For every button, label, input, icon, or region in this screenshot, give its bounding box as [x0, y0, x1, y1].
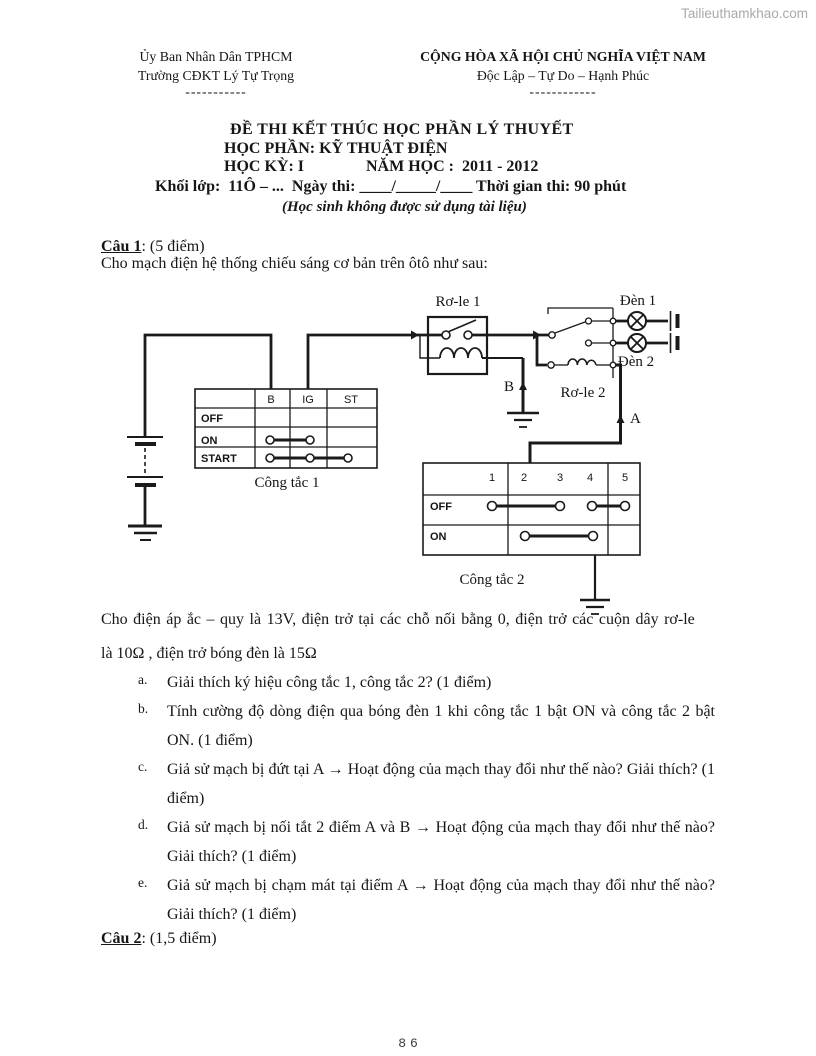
switch1-col-ig: IG	[302, 394, 314, 406]
switch1-table: B IG ST OFF ON START Công tắc 1	[194, 388, 378, 491]
switch1-row-start: START	[201, 453, 237, 465]
motto-line-2: Độc Lập – Tự Do – Hạnh Phúc	[476, 68, 650, 83]
question1-points: : (5 điểm)	[141, 238, 205, 255]
motto-line-1: CỘNG HÒA XÃ HỘI CHỦ NGHĨA VIỆT NAM	[420, 49, 706, 64]
lamp1-label: Đèn 1	[620, 293, 656, 309]
point-b-ground: B	[504, 358, 539, 428]
subject-line: HỌC PHẦN: KỸ THUẬT ĐIỆN	[224, 140, 448, 157]
item-letter: d.	[138, 817, 149, 832]
switch2-col-1: 1	[489, 472, 495, 484]
list-item: b. Tính cường độ dòng điện qua bóng đèn 1…	[138, 697, 715, 755]
semester-label: HỌC KỲ: I	[224, 158, 304, 175]
point-b-label: B	[504, 379, 514, 395]
wire-to-switch2-point-a: A	[528, 363, 641, 463]
issuing-org-block: Ủy Ban Nhân Dân TPHCM Trường CĐKT Lý Tự …	[96, 47, 336, 99]
item-text: Giả sử mạch bị nối tắt 2 điểm A và B → H…	[167, 819, 715, 865]
relay1-label: Rơ-le 1	[435, 294, 480, 310]
item-letter: b.	[138, 701, 149, 716]
question1-label: Câu 1	[101, 238, 142, 255]
question2-points: : (1,5 điểm)	[141, 930, 217, 947]
question1-intro: Cho mạch điện hệ thống chiếu sáng cơ bản…	[101, 255, 488, 272]
lamp2-symbol: Đèn 2	[616, 333, 680, 370]
lamp1-symbol: Đèn 1	[616, 293, 680, 331]
list-item: e. Giả sử mạch bị chạm mát tại điểm A → H…	[138, 871, 715, 929]
relay1-symbol: Rơ-le 1	[419, 294, 523, 376]
relay2-label: Rơ-le 2	[560, 385, 605, 401]
class-date-duration-line: Khối lớp: 11Ô – ... Ngày thi: ____/_____…	[155, 178, 627, 195]
question2-heading: Câu 2: (1,5 điểm)	[101, 930, 217, 948]
org-line-2: Trường CĐKT Lý Tự Trọng	[137, 68, 295, 83]
relay2-symbol: Rơ-le 2	[535, 307, 617, 401]
motto-divider-dashes: ------------	[529, 84, 597, 99]
switch1-caption: Công tắc 1	[255, 475, 320, 491]
question1-paragraph-line1: Cho điện áp ắc – quy là 13V, điện trở tạ…	[101, 611, 695, 628]
question1-heading: Câu 1: (5 điểm)	[101, 238, 205, 256]
site-watermark: Tailieuthamkhao.com	[681, 6, 808, 21]
national-motto-block: CỘNG HÒA XÃ HỘI CHỦ NGHĨA VIỆT NAM Độc L…	[398, 47, 728, 99]
wire-ig-to-relay1	[306, 330, 446, 389]
switch2-col-5: 5	[622, 472, 628, 484]
switch1-col-b: B	[267, 394, 274, 406]
switch2-caption: Công tắc 2	[460, 572, 525, 588]
switch1-row-on: ON	[201, 435, 218, 447]
no-materials-note: (Học sinh không được sử dụng tài liệu)	[282, 199, 527, 215]
org-line-1: Ủy Ban Nhân Dân TPHCM	[139, 49, 293, 64]
list-item: d. Giả sử mạch bị nối tắt 2 điểm A và B →…	[138, 813, 715, 871]
switch2-table: 1 2 3 4 5 OFF ON Công tắc 2	[422, 462, 641, 615]
question1-paragraph-line2: là 10Ω , điện trở bóng đèn là 15Ω	[101, 645, 317, 662]
item-text: Giải thích ký hiệu công tắc 1, công tắc …	[167, 674, 492, 691]
point-a-label: A	[630, 411, 641, 427]
item-letter: e.	[138, 875, 148, 890]
question2-label: Câu 2	[101, 930, 142, 947]
switch2-col-4: 4	[587, 472, 593, 484]
lamp2-label: Đèn 2	[618, 354, 654, 370]
exam-title: ĐỀ THI KẾT THÚC HỌC PHẦN LÝ THUYẾT	[230, 121, 574, 138]
item-text: Tính cường độ dòng điện qua bóng đèn 1 k…	[167, 703, 715, 749]
item-text: Giả sử mạch bị đứt tại A → Hoạt động của…	[167, 761, 715, 807]
switch1-col-st: ST	[344, 394, 358, 406]
switch2-row-on: ON	[430, 531, 447, 543]
battery-symbol	[127, 333, 273, 541]
page-number: 86	[398, 1036, 422, 1051]
org-divider-dashes: -----------	[185, 84, 247, 99]
switch2-row-off: OFF	[430, 501, 452, 513]
item-letter: c.	[138, 759, 148, 774]
circuit-diagram: B IG ST OFF ON START Công tắc 1 Rơ-le 1	[127, 293, 680, 615]
item-letter: a.	[138, 672, 148, 687]
list-item: a. Giải thích ký hiệu công tắc 1, công tắ…	[138, 668, 715, 697]
item-text: Giả sử mạch bị chạm mát tại điểm A → Hoạ…	[167, 877, 715, 923]
switch2-col-2: 2	[521, 472, 527, 484]
school-year-label: NĂM HỌC : 2011 - 2012	[366, 158, 539, 175]
list-item: c. Giả sử mạch bị đứt tại A → Hoạt động c…	[138, 755, 715, 813]
question1-item-list: a. Giải thích ký hiệu công tắc 1, công tắ…	[138, 668, 715, 929]
switch1-row-off: OFF	[201, 413, 223, 425]
switch2-col-3: 3	[557, 472, 563, 484]
